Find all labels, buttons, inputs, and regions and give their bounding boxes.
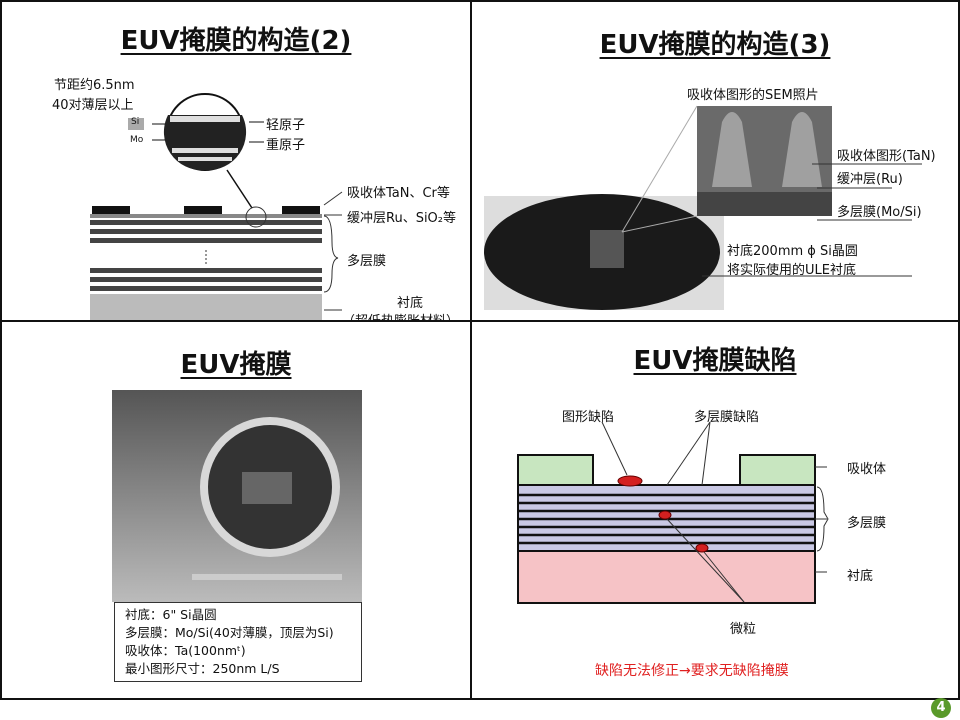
panel-title: EUV掩膜的构造(2) <box>120 26 352 56</box>
page-number: 4 <box>936 700 946 715</box>
substrate-note: （超低热膨胀材料） <box>342 314 460 322</box>
sem-caption: 吸收体图形的SEM照片 <box>687 88 819 103</box>
multilayer-label: 多层膜 <box>347 254 387 269</box>
panel-structure-2: EUV掩膜的构造(2) 节距约6.5nm 40对薄层以上 Si Mo <box>0 0 472 322</box>
mo-label: Mo <box>130 135 144 145</box>
buffer-label: 缓冲层(Ru) <box>837 172 903 187</box>
mask-spec-box: 衬底：6" Si晶圆 多层膜：Mo/Si(40对薄膜，顶层为Si) 吸收体：Ta… <box>114 602 362 682</box>
absorber-pattern-label: 吸收体图形(TaN) <box>837 149 936 164</box>
multilayer-defect-label: 多层膜缺陷 <box>694 410 760 425</box>
absorber-label: 吸收体 <box>847 462 887 477</box>
substrate-label: 衬底 <box>397 296 424 311</box>
spec-min-feature: 最小图形尺寸：250nm L/S <box>125 661 280 676</box>
multilayer-label: 多层膜 <box>847 516 887 531</box>
multilayer-label: 多层膜(Mo/Si) <box>837 205 922 220</box>
wafer-label-2: 将实际使用的ULE衬底 <box>727 263 856 278</box>
panel-title: EUV掩膜 <box>180 350 292 380</box>
wafer-label-1: 衬底200mm ϕ Si晶圆 <box>727 244 858 259</box>
conclusion-text: 缺陷无法修正→要求无缺陷掩膜 <box>595 663 789 679</box>
wafer-sem-photo <box>484 105 922 310</box>
panel-title: EUV掩膜缺陷 <box>633 346 797 376</box>
spec-multilayer: 多层膜：Mo/Si(40对薄膜，顶层为Si) <box>125 625 334 640</box>
multilayer-structure-diagram <box>90 93 343 320</box>
page-number-badge: 4 <box>931 698 951 718</box>
defect-diagram <box>517 421 829 604</box>
absorber-label: 吸收体TaN、Cr等 <box>347 186 450 201</box>
panel-mask-defects: EUV掩膜缺陷 图形缺陷 多层膜缺陷 吸收体 多层膜 衬底 微粒 缺陷无法修正→… <box>470 320 960 700</box>
euv-mask-photo <box>112 390 362 602</box>
si-label: Si <box>131 117 140 127</box>
heavy-atom-label: 重原子 <box>266 138 306 153</box>
pitch-label: 节距约6.5nm <box>54 78 135 93</box>
light-atom-label: 轻原子 <box>266 118 306 133</box>
buffer-label: 缓冲层Ru、SiO₂等 <box>347 211 456 226</box>
substrate-label: 衬底 <box>847 569 874 584</box>
panel-structure-3: EUV掩膜的构造(3) 吸收体图形的SEM照片 吸收体图形(TaN) 缓冲层(R… <box>470 0 960 322</box>
panel-title: EUV掩膜的构造(3) <box>599 30 831 60</box>
pairs-label: 40对薄层以上 <box>52 98 134 113</box>
particle-label: 微粒 <box>730 622 757 637</box>
pattern-defect-label: 图形缺陷 <box>562 410 615 425</box>
spec-substrate: 衬底：6" Si晶圆 <box>125 607 217 622</box>
spec-absorber: 吸收体：Ta(100nmᵗ) <box>125 643 246 658</box>
panel-euv-mask: EUV掩膜 衬底：6" Si晶圆 多层膜：Mo/Si(40对薄膜，顶层为Si) … <box>0 320 472 700</box>
